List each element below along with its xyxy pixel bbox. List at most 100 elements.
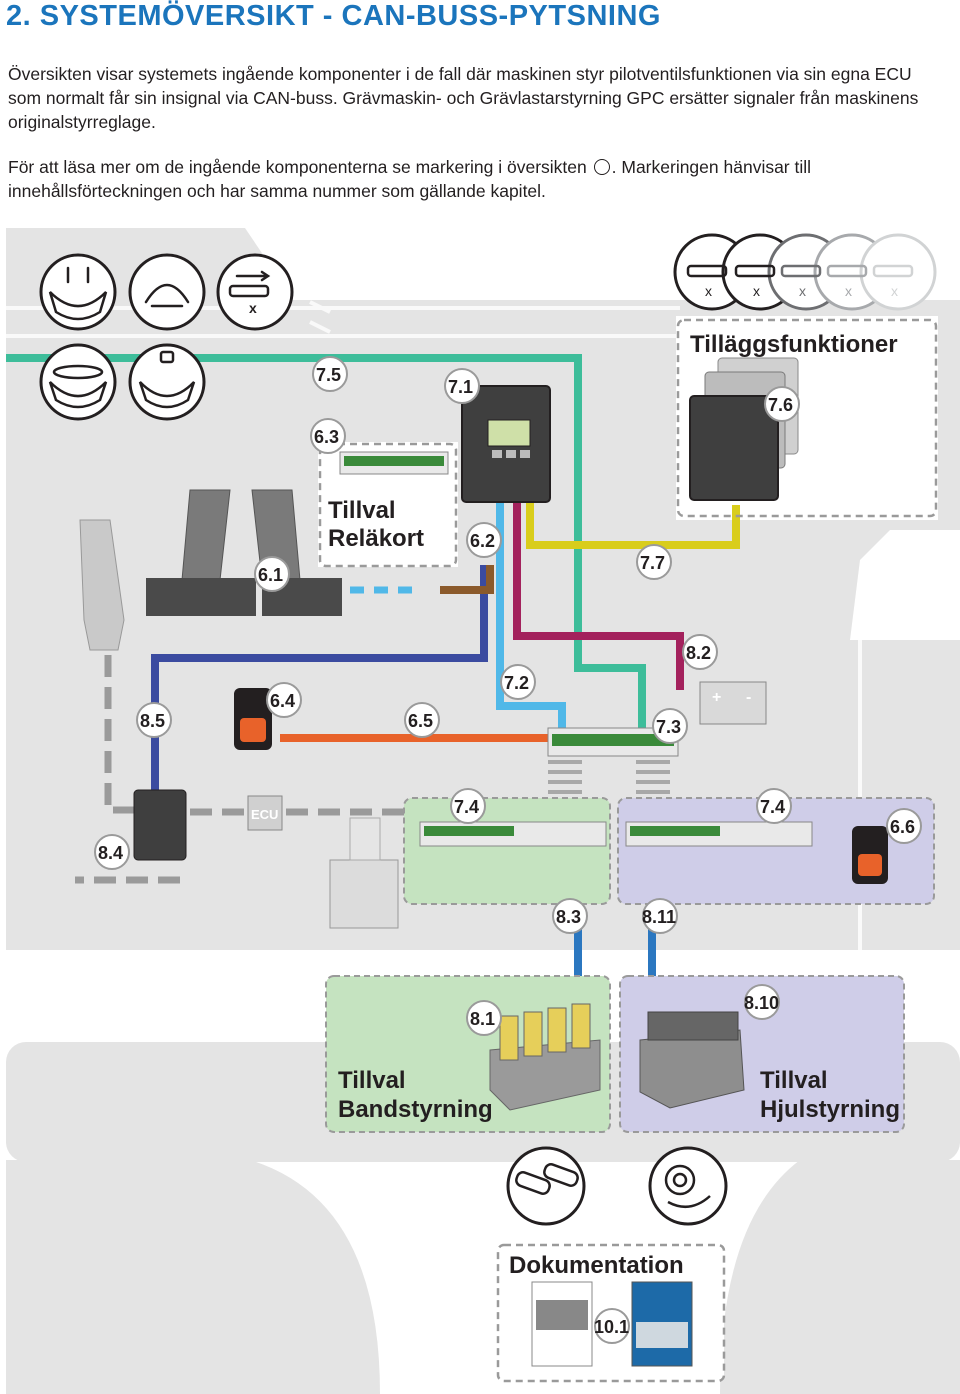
system-overview-diagram: x x x x x x [6,228,960,1394]
magenta-wire [513,495,684,690]
track-wheel-icons [506,1146,728,1226]
callout-7-1: 7.1 [448,377,473,397]
track-icon [506,1146,586,1226]
additional-functions-title: Tilläggsfunktioner [690,331,898,358]
green-zone-upper [403,797,611,905]
harness-stubs [548,760,670,794]
wheel-control-title-line1: Tillval [760,1067,828,1094]
hydraulic-valve [329,817,399,929]
callout-circle-6-4 [266,682,302,718]
cylinder-mark: x [705,283,712,299]
relay-card-title-line1: Tillval [328,497,396,524]
module-8-4 [133,789,187,861]
relay-board-7-4-left [419,821,607,847]
battery-plus: + [712,689,721,706]
cylinder-mark: x [799,283,806,299]
function-icons [39,253,294,421]
callout-6-4: 6.4 [270,691,295,711]
callout-circle-6-5 [404,702,440,738]
callout-8-3: 8.3 [556,907,581,927]
relay-card-title-line2: Reläkort [328,525,424,552]
intro-paragraph-2: För att läsa mer om de ingående komponen… [8,155,948,203]
callout-circle-6-3 [310,418,346,454]
callout-6-2: 6.2 [470,531,495,551]
intro-text: Översikten visar systemets ingående komp… [8,62,948,224]
callout-circle-8-3 [552,898,588,934]
callout-circle-6-2 [466,522,502,558]
track-wheel-glyphs [515,1163,711,1209]
marker-circle-icon [593,159,610,175]
callout-10-1: 10.1 [594,1317,629,1337]
callout-circle-8-4 [94,834,130,870]
cylinder-icon [859,233,937,311]
additional-modules-7-6 [689,357,799,501]
battery-8-2: + - [699,681,767,725]
grab-icon [128,253,206,331]
callout-6-3: 6.3 [314,427,339,447]
central-relay-card [547,727,679,757]
additional-cylinder-icons [673,233,937,311]
wheel-control-title-line2: Hjulstyrning [760,1096,900,1123]
documentation-title: Dokumentation [509,1252,684,1279]
callout-circle-7-2 [500,664,536,700]
page-title: 2. SYSTEMÖVERSIKT - CAN-BUSS-PYTSNING [6,0,661,32]
joysticks-6-1 [79,489,342,651]
callout-circle-8-2 [682,634,718,670]
bucket-lift-icon [39,253,117,331]
cylinder-mark: x [249,300,257,316]
cylinder-mark: x [891,283,898,299]
callout-circle-7-6 [764,386,800,422]
additional-cylinder-glyphs [686,264,914,278]
callout-7-5: 7.5 [316,365,341,385]
callout-7-2: 7.2 [504,673,529,693]
callout-8-5: 8.5 [140,711,165,731]
control-unit-7-1 [461,385,551,503]
callout-8-2: 8.2 [686,643,711,663]
callout-circle-7-4b [756,788,792,824]
callout-7-4-left: 7.4 [454,797,479,817]
callout-labels: 7.5 7.1 7.6 6.3 6.2 7.7 6.1 8.2 7.2 6.4 … [94,356,922,1344]
callout-7-7: 7.7 [640,553,665,573]
switch-6-6 [852,826,888,884]
callout-circle-6-1 [254,556,290,592]
callout-8-11: 8.11 [642,907,676,927]
callout-6-5: 6.5 [408,711,433,731]
callout-circle-7-1 [444,368,480,404]
cylinder-mark: x [845,283,852,299]
relay-board-7-4-right [625,821,813,847]
valve-block-8-1 [489,1003,601,1111]
intro-paragraph-1: Översikten visar systemets ingående komp… [8,64,919,132]
callout-7-4-right: 7.4 [760,797,785,817]
additional-cylinder-marks: x x x x x [705,283,898,299]
lightblue-wire [496,495,566,728]
cylinder-icon [216,253,294,331]
function-icon-glyphs [48,266,271,409]
track-control-title-line1: Tillval [338,1067,406,1094]
callout-circle-8-5 [136,702,172,738]
callout-circle-6-6 [886,808,922,844]
callout-circle-7-5 [312,356,348,392]
additional-functions-zone [676,318,938,518]
battery-minus: - [746,689,751,706]
brown-wire [440,565,494,594]
track-control-title-line2: Bandstyrning [338,1096,493,1123]
relay-card-zone [318,442,458,568]
documentation-booklets [531,1281,693,1367]
wheel-icon [648,1146,728,1226]
callout-8-4: 8.4 [98,843,123,863]
bucket-rotate-icon [39,343,117,421]
callout-7-3: 7.3 [656,717,681,737]
callout-8-10: 8.10 [744,993,779,1013]
ecu-label: ECU [251,807,278,822]
switch-6-4 [234,688,272,750]
callout-6-6: 6.6 [890,817,915,837]
callout-circle-8-11 [642,898,678,934]
callout-circle-7-3 [652,708,688,744]
callout-7-6: 7.6 [768,395,793,415]
ecu-module: ECU [247,795,283,831]
zone-titles: Tilläggsfunktioner Tillval Reläkort Till… [328,331,900,1279]
callout-circle-8-1 [466,1000,502,1036]
callout-8-1: 8.1 [470,1009,495,1029]
cylinder-mark: x [753,283,760,299]
intro-paragraph-2-end: . Markeringen hänvisar till innehållsför… [8,157,812,201]
